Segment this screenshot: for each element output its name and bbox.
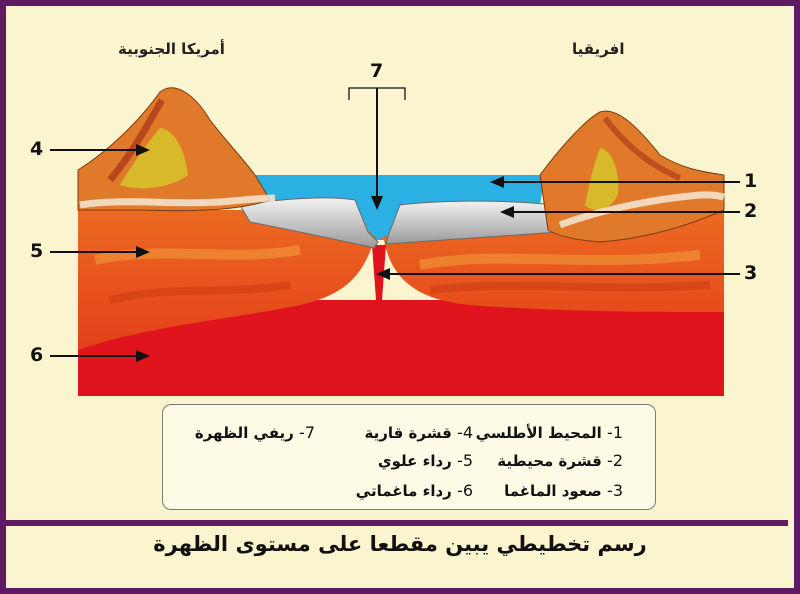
legend-num: 1-	[607, 423, 623, 442]
arrow-1-head	[490, 176, 504, 188]
legend-item-1: 1- المحيط الأطلسي	[476, 423, 623, 442]
legend-num: 3-	[607, 481, 623, 500]
legend-text: رداء ماغماتي	[355, 482, 452, 500]
label-africa: افريقيا	[572, 40, 625, 58]
legend-item-2: 2- قشرة محيطية	[497, 451, 623, 470]
africa-crust-core	[585, 148, 619, 210]
africa-continental-crust	[539, 110, 725, 243]
magma-rising-channel	[372, 245, 386, 300]
callout-6: 6	[30, 344, 44, 366]
legend-item-6: 6- رداء ماغماتي	[356, 481, 473, 500]
upper-mantle-streak	[419, 250, 701, 270]
divider-rule	[6, 520, 788, 526]
south-america-crust-base	[79, 194, 276, 209]
callout-5: 5	[30, 240, 44, 262]
legend-item-3: 3- صعود الماغما	[504, 481, 623, 500]
legend-box: 1- المحيط الأطلسي 2- قشرة محيطية 3- صعود…	[162, 404, 656, 510]
arrow-6-head	[136, 350, 150, 362]
oceanic-crust-left	[239, 197, 379, 249]
legend-item-4: 4- قشرة قارية	[364, 423, 473, 442]
legend-text: المحيط الأطلسي	[475, 424, 602, 442]
callout-2: 2	[744, 200, 758, 222]
africa-crust-base	[558, 191, 725, 229]
legend-item-5: 5- رداء علوي	[378, 451, 473, 470]
south-america-crust-detail	[107, 98, 166, 183]
africa-crust-detail	[602, 116, 682, 181]
callout-3: 3	[744, 262, 758, 284]
arrow-3-head	[376, 268, 390, 280]
south-america-crust-core	[120, 128, 188, 189]
callout-7: 7	[370, 60, 384, 82]
legend-num: 2-	[607, 451, 623, 470]
callout-1: 1	[744, 170, 758, 192]
arrow-5-head	[136, 246, 150, 258]
arrow-2-head	[500, 206, 514, 218]
arrow-7-head	[371, 196, 383, 210]
legend-text: ريفي الظهرة	[194, 424, 294, 442]
legend-item-7: 7- ريفي الظهرة	[195, 423, 315, 442]
legend-num: 7-	[299, 423, 315, 442]
upper-mantle-streak	[93, 245, 301, 265]
legend-num: 6-	[457, 481, 473, 500]
label-south-america: أمريكا الجنوبية	[118, 40, 225, 58]
legend-num: 4-	[457, 423, 473, 442]
upper-mantle-streak	[109, 281, 291, 304]
legend-num: 5-	[457, 451, 473, 470]
legend-text: رداء علوي	[377, 452, 452, 470]
legend-text: قشرة محيطية	[497, 452, 602, 470]
diagram-caption: رسم تخطيطي يبين مقطعا على مستوى الظهرة	[153, 532, 647, 556]
upper-mantle-layer	[78, 210, 724, 350]
legend-text: صعود الماغما	[504, 482, 602, 500]
legend-text: قشرة قارية	[364, 424, 452, 442]
arrow-4-head	[136, 144, 150, 156]
atlantic-ocean-water	[255, 175, 545, 240]
upper-mantle-streak	[429, 281, 711, 294]
callout-4: 4	[30, 138, 44, 160]
